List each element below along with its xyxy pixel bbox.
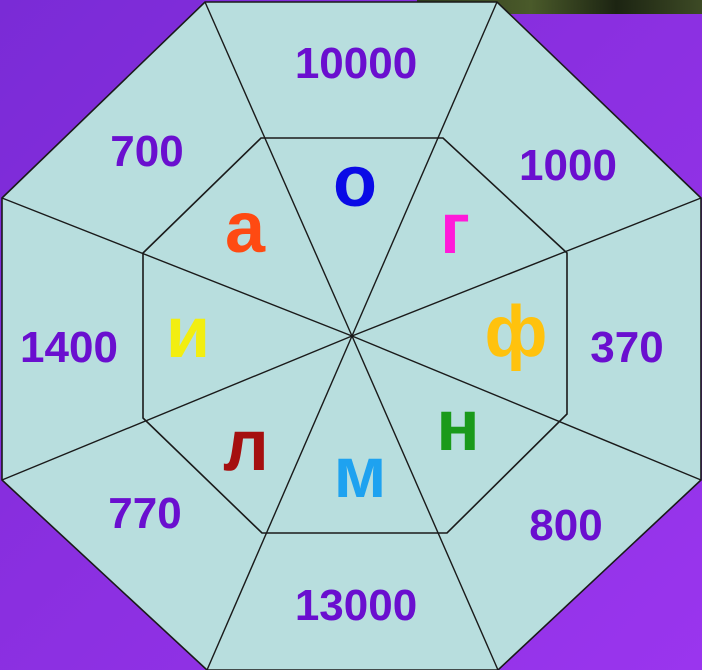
inner-letter-right: ф bbox=[485, 292, 548, 372]
inner-letter-top-right: г bbox=[440, 189, 470, 269]
inner-letter-bottom: м bbox=[333, 433, 386, 513]
outer-value-top-left: 700 bbox=[110, 127, 183, 176]
outer-value-right: 370 bbox=[590, 323, 663, 372]
inner-letter-bottom-left: л bbox=[223, 406, 269, 486]
inner-letter-top-left: а bbox=[225, 188, 266, 268]
inner-letter-top: о bbox=[333, 142, 377, 222]
outer-value-top: 10000 bbox=[295, 39, 417, 88]
inner-letter-bottom-right: н bbox=[436, 386, 480, 466]
outer-value-bottom-right: 800 bbox=[529, 501, 602, 550]
outer-value-bottom: 13000 bbox=[295, 581, 417, 630]
inner-letter-left: и bbox=[166, 293, 210, 373]
outer-value-bottom-left: 770 bbox=[108, 489, 181, 538]
outer-value-top-right: 1000 bbox=[519, 141, 617, 190]
outer-value-left: 1400 bbox=[20, 323, 118, 372]
